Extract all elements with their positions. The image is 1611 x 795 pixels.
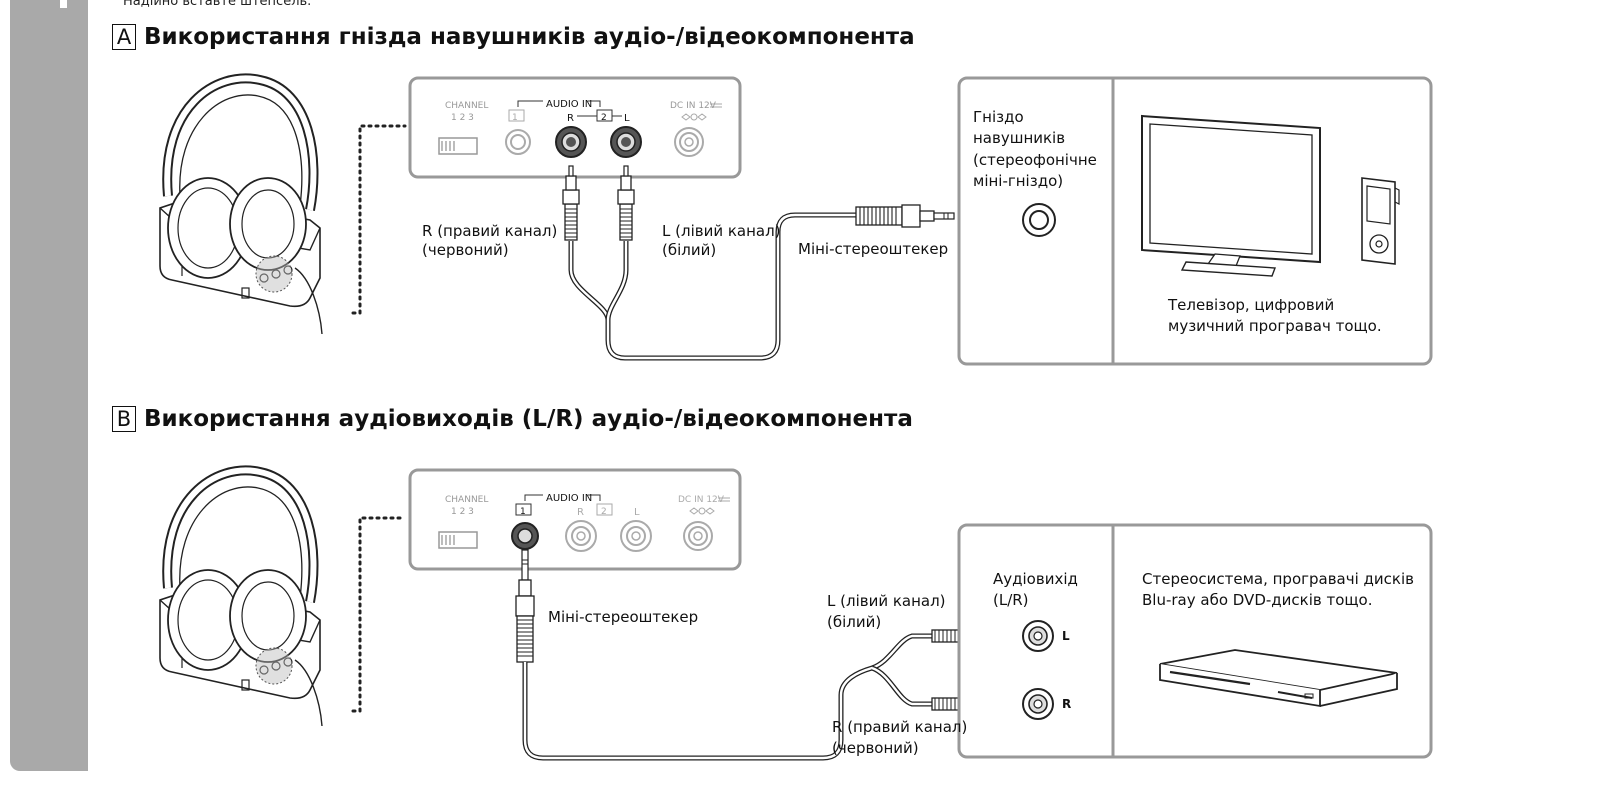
headphone-jack-label-3: (стереофонічне [973,151,1097,169]
intro-text: Надійно вставте штепсель. [123,0,312,9]
mini-plug-label: Міні-стереоштекер [548,608,699,626]
sidebar-tab [10,0,88,771]
r-channel-color: (червоний) [832,739,919,757]
headphone-jack-label-4: міні-гніздо) [973,172,1064,190]
channel-numbers: 1 2 3 [451,113,474,123]
l-channel-color: (білий) [662,241,717,259]
dc-in-label: DC IN 12V [670,101,716,111]
headphones-icon [160,78,322,334]
section-a-heading: A Використання гнізда навушників аудіо-/… [112,24,915,50]
audio-out-label-1: Аудіовихід [993,570,1078,588]
jack-1-label: 1 [512,113,518,123]
dc-in-label: DC IN 12V [678,495,724,505]
channel-label: CHANNEL [445,101,489,111]
jack-r-label: R [567,113,574,124]
section-b-letter: B [112,406,136,432]
jack-1-label: 1 [520,507,526,517]
section-a-letter: A [112,24,136,50]
device-label-b-2: Blu-ray або DVD-дисків тощо. [1142,591,1373,609]
headphone-jack-label-2: навушників [973,129,1066,147]
audio-out-label-2: (L/R) [993,591,1029,609]
transmitter-panel-b [408,468,742,571]
jack-l-label: L [624,113,630,124]
page-sidebar [0,0,88,795]
audio-in-label: AUDIO IN [546,493,593,504]
jack-2-label: 2 [601,113,607,123]
section-b-heading: B Використання аудіовиходів (L/R) аудіо-… [112,406,913,432]
jack-2-label: 2 [601,507,607,517]
l-channel-label: L (лівий канал) [662,222,781,240]
channel-label: CHANNEL [445,495,489,505]
device-label-b-1: Стереосистема, програвачі дисків [1142,570,1414,588]
r-channel-label: R (правий канал) [422,222,558,240]
jack-l-label: L [1062,629,1070,643]
device-label-a-2: музичний програвач тощо. [1168,317,1382,335]
r-channel-label: R (правий канал) [832,718,968,736]
sidebar-notch [60,0,67,8]
channel-numbers: 1 2 3 [451,507,474,517]
headphones-icon [160,470,322,726]
r-channel-color: (червоний) [422,241,509,259]
l-channel-label: L (лівий канал) [827,592,946,610]
mini-plug-label: Міні-стереоштекер [798,240,949,258]
jack-l-label: L [634,507,640,518]
device-label-a-1: Телевізор, цифровий [1168,296,1335,314]
section-a-title: Використання гнізда навушників аудіо-/ві… [144,24,915,50]
jack-r-label: R [1062,697,1072,711]
l-channel-color: (білий) [827,613,882,631]
jack-r-label: R [577,507,584,518]
section-b-title: Використання аудіовиходів (L/R) аудіо-/в… [144,406,913,432]
audio-in-label: AUDIO IN [546,99,593,110]
headphone-jack-label-1: Гніздо [973,108,1024,126]
